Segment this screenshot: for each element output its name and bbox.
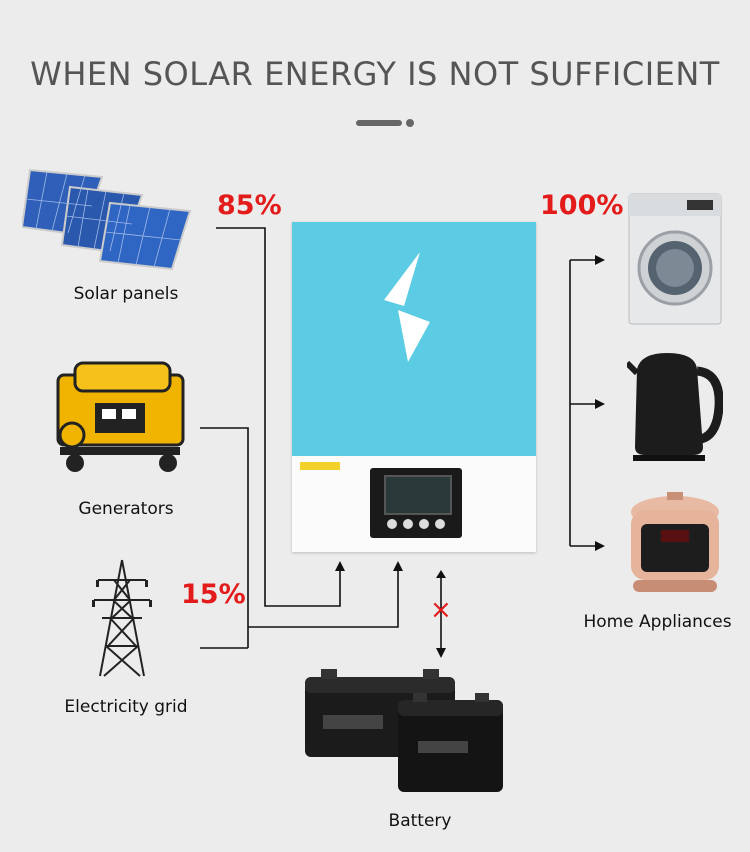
generators-label: Generators xyxy=(78,499,174,519)
output-percent: 100% xyxy=(540,190,624,221)
inverter-icon xyxy=(292,222,536,552)
page-title: WHEN SOLAR ENERGY IS NOT SUFFICIENT xyxy=(30,55,720,93)
lcd-screen xyxy=(384,475,452,515)
washing-machine-icon xyxy=(628,193,722,325)
kettle-icon xyxy=(627,353,723,461)
button-2-icon xyxy=(403,519,413,529)
generator-icon xyxy=(56,361,185,472)
battery-blocked-mark: × xyxy=(430,595,452,625)
solar-panel-icon xyxy=(22,168,192,270)
button-4-icon xyxy=(435,519,445,529)
battery-icon xyxy=(305,669,503,792)
home-appliances-label: Home Appliances xyxy=(583,612,732,632)
title-divider xyxy=(356,120,402,126)
grid-to-inverter-line xyxy=(248,561,403,628)
button-1-icon xyxy=(387,519,397,529)
battery-label: Battery xyxy=(388,811,452,831)
transmission-tower-icon xyxy=(92,559,152,677)
button-3-icon xyxy=(419,519,429,529)
generator-line xyxy=(200,427,249,648)
solar-percent: 85% xyxy=(217,190,282,221)
electricity-grid-label: Electricity grid xyxy=(64,697,188,717)
solar-line xyxy=(216,227,345,607)
title-divider-dot xyxy=(406,119,414,127)
solar-panels-label: Solar panels xyxy=(73,284,179,304)
grid-percent: 15% xyxy=(181,579,246,610)
warning-sticker xyxy=(300,462,340,470)
rice-cooker-icon xyxy=(631,492,719,592)
control-panel xyxy=(370,468,462,538)
lightning-logo-icon xyxy=(384,252,430,362)
